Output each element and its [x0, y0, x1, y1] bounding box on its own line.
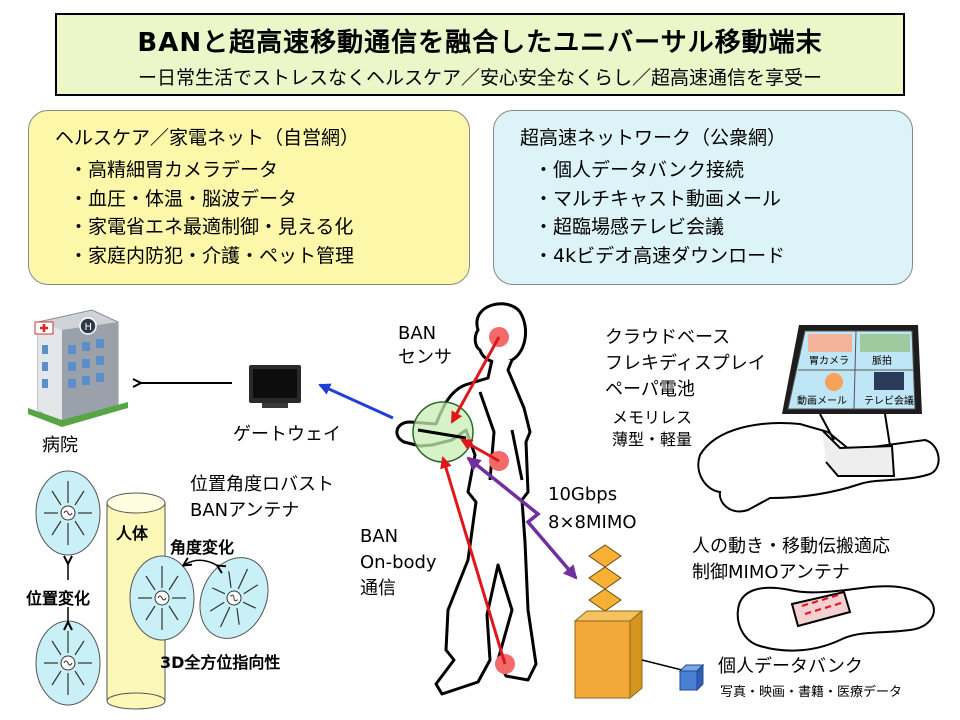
gateway-tv-icon: [249, 365, 301, 408]
hospital-icon: H: [28, 309, 128, 427]
ban-antenna-disk: [35, 620, 101, 706]
position-change-label: 位置変化: [26, 589, 91, 608]
link-rate-line2: 8×8MIMO: [548, 512, 637, 533]
databank-label: 個人データバンク: [718, 656, 863, 677]
healthcare-item: ・家電省エネ最適制御・見える化: [69, 216, 354, 238]
tile-tv-conference: テレビ会議: [864, 394, 914, 407]
ban-onbody-line3: 通信: [360, 578, 396, 599]
ban-to-gateway-arrow: [318, 383, 394, 420]
mimo-antenna-arm-illustration: [736, 585, 935, 652]
network-item: ・4kビデオ高速ダウンロード: [534, 244, 786, 267]
tile-video-mail: 動画メール: [797, 394, 847, 407]
angle-change-label: 角度変化: [170, 538, 235, 557]
healthcare-item: ・血圧・体温・脳波データ: [69, 187, 298, 210]
healthcare-panel: ヘルスケア／家電ネット（自営網） ・高精細胃カメラデータ ・血圧・体温・脳波デー…: [28, 110, 470, 285]
title-main: BANと超高速移動通信を融合したユニバーサル移動端末: [137, 28, 823, 58]
network-panel-heading: 超高速ネットワーク（公衆網）: [520, 127, 787, 149]
title-box: BANと超高速移動通信を融合したユニバーサル移動端末 ー日常生活でストレスなくヘ…: [55, 13, 905, 96]
network-panel: 超高速ネットワーク（公衆網） ・個人データバンク接続 ・マルチキャスト動画メール…: [493, 110, 913, 285]
antenna-title-line1: 位置角度ロバスト: [190, 474, 334, 495]
ban-onbody-line2: On-body: [360, 552, 437, 573]
personal-databank-cube-icon: [678, 663, 705, 692]
databank-server-box: [573, 609, 644, 700]
display-sub-line1: メモリレス: [612, 408, 693, 427]
antenna-title-line2: BANアンテナ: [190, 500, 300, 521]
mimo-link-arrow: [466, 456, 578, 580]
healthcare-panel-heading: ヘルスケア／家電ネット（自営網）: [55, 127, 360, 149]
diamond-antenna-icon: [588, 544, 622, 612]
tile-gastro-camera: 胃カメラ: [809, 355, 849, 367]
display-sub-line2: 薄型・軽量: [612, 430, 693, 449]
ban-antenna-disk: [35, 470, 101, 556]
tile-pulse: 脈拍: [872, 354, 892, 367]
sensor-link-head: [450, 336, 501, 424]
angle-change-arrow: [184, 560, 218, 566]
network-item: ・超臨場感テレビ会議: [534, 216, 725, 238]
healthcare-item: ・高精細胃カメラデータ: [69, 159, 279, 181]
gateway-label: ゲートウェイ: [233, 424, 341, 445]
ban-antenna-disk: [199, 557, 269, 639]
healthcare-item: ・家庭内防犯・介護・ペット管理: [69, 244, 355, 267]
flex-display-screen: [782, 325, 922, 414]
network-item: ・個人データバンク接続: [534, 159, 744, 181]
ban-sensor-label-line1: BAN: [398, 323, 437, 344]
display-label-line3: ペーパ電池: [605, 379, 695, 400]
display-label-line2: フレキディスプレイ: [605, 353, 766, 374]
flex-display-tile-labels: 胃カメラ 脈拍 動画メール テレビ会議: [797, 354, 914, 407]
omni-3d-label: 3D全方位指向性: [160, 653, 281, 672]
ban-antenna-disk: [129, 555, 195, 641]
hospital-label: 病院: [42, 435, 78, 456]
human-body-label: 人体: [116, 524, 149, 543]
ban-onbody-line1: BAN: [360, 526, 399, 547]
network-item: ・マルチキャスト動画メール: [534, 187, 782, 210]
link-rate-line1: 10Gbps: [548, 484, 618, 505]
ban-sensor-label-line2: センサ: [398, 347, 452, 368]
display-label-line1: クラウドベース: [605, 327, 731, 348]
svg-text:H: H: [85, 322, 93, 333]
mimo-antenna-label-line2: 制御MIMOアンテナ: [692, 562, 850, 583]
wristband-display-illustration: [697, 413, 940, 513]
mimo-antenna-label-line1: 人の動き・移動伝搬適応: [692, 536, 890, 557]
databank-sub-label: 写真・映画・書籍・医療データ: [720, 685, 903, 700]
title-sub: ー日常生活でストレスなくヘルスケア／安心安全なくらし／超高速通信を享受ー: [137, 67, 822, 89]
